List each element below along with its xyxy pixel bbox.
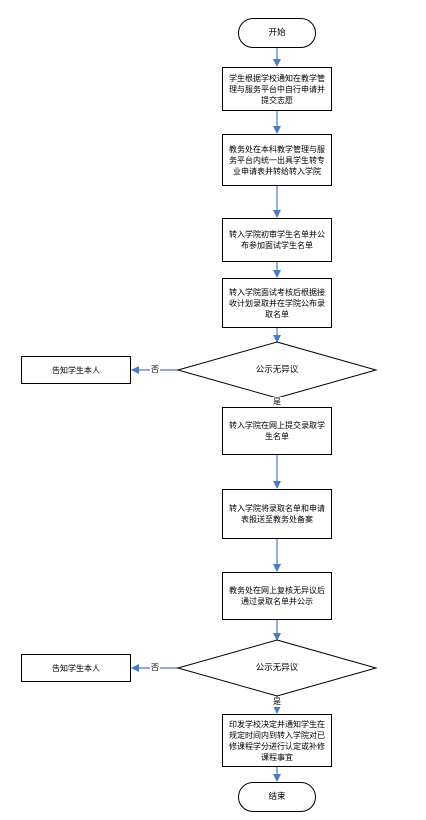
step-issue-decision: 印发学校决定并通知学生在规定时间内到转入学院对已修课程学分进行认定或补修课程事宜 [222, 714, 332, 767]
notify-student-1: 告知学生本人 [21, 356, 131, 384]
step-apply: 学生根据学校通知在教学管理与服务平台中自行申请并提交志愿 [222, 67, 332, 111]
notify-student-2: 告知学生本人 [21, 654, 131, 682]
label-yes-1: 是 [272, 397, 282, 407]
step-preliminary-review: 转入学院初审学生名单并公布参加面试学生名单 [222, 218, 332, 262]
label-yes-2: 是 [272, 697, 282, 707]
step-review-publish: 教务处在网上复核无异议后通过录取名单并公示 [222, 572, 332, 620]
step-interview-admit: 转入学院面试考核后根据接收计划录取并在学院公布录取名单 [222, 278, 332, 328]
label-no-1: 否 [150, 365, 160, 375]
decision-1-label: 公示无异议 [255, 364, 299, 375]
step-report-filing: 转入学院将录取名单和申请表报送至教务处备案 [222, 489, 332, 539]
start-terminal: 开始 [238, 18, 316, 48]
step-issue-form: 教务处在本科教学管理与服务平台内统一出具学生转专业申请表并转给转入学院 [222, 134, 332, 186]
decision-2-shape [176, 639, 378, 697]
decision-2-label: 公示无异议 [255, 662, 299, 673]
end-terminal: 结束 [238, 782, 316, 812]
label-no-2: 否 [150, 663, 160, 673]
step-submit-online: 转入学院在网上提交录取学生名单 [222, 407, 332, 455]
